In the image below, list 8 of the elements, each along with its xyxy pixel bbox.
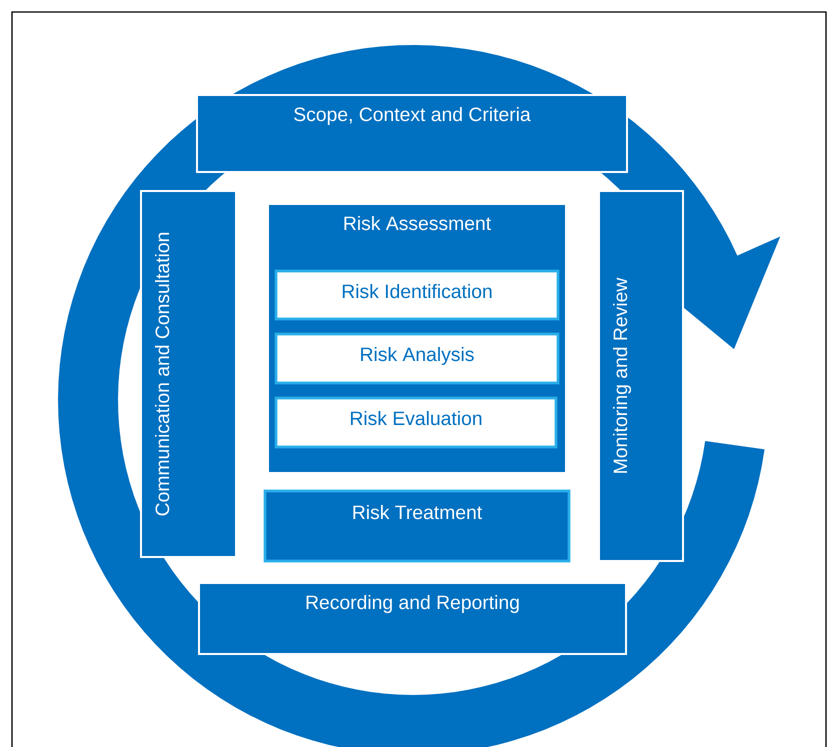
process-box: Risk Treatment — [264, 490, 570, 562]
step-box: Risk Identification — [274, 270, 560, 320]
step-box: Risk Analysis — [274, 332, 560, 384]
process-box: Recording and Reporting — [198, 582, 628, 655]
process-box: Communication and Consultation — [140, 190, 238, 558]
step-box: Risk Evaluation — [274, 396, 558, 448]
process-box: Monitoring and Review — [598, 190, 684, 562]
process-box: Scope, Context and Criteria — [196, 94, 628, 173]
